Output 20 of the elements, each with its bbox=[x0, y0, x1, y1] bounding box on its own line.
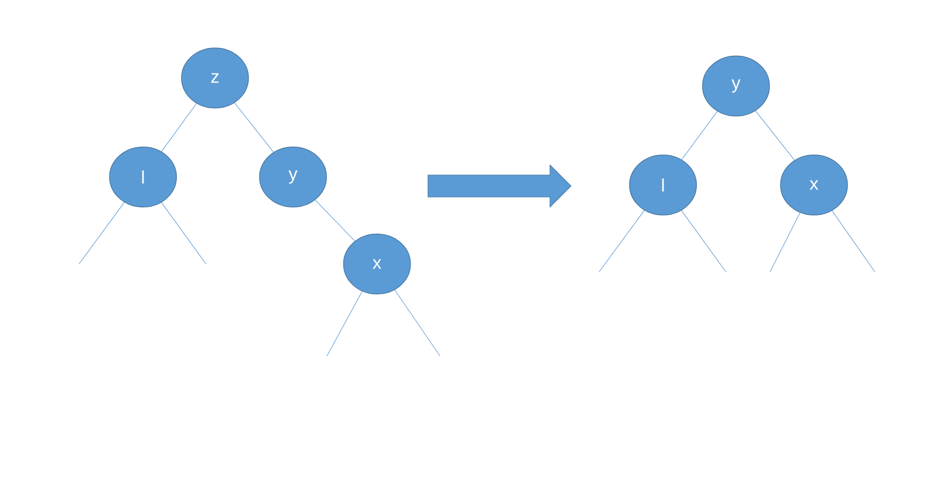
branch-line bbox=[832, 210, 876, 272]
tree-edge bbox=[161, 103, 197, 152]
branch-line bbox=[394, 290, 440, 356]
tree-node: l bbox=[109, 146, 177, 208]
tree-node: z bbox=[181, 48, 249, 108]
tree-node: y bbox=[259, 146, 327, 208]
branch-line bbox=[326, 290, 362, 356]
tree-edge bbox=[234, 102, 274, 152]
tree-node: y bbox=[702, 56, 770, 116]
tree-node: x bbox=[343, 234, 411, 294]
branch-line bbox=[78, 202, 125, 264]
tree-node: l bbox=[629, 154, 697, 216]
tree-edge bbox=[681, 111, 718, 160]
branch-line bbox=[161, 202, 206, 264]
tree-node: x bbox=[780, 154, 848, 216]
branch-line bbox=[598, 210, 645, 272]
tree-edge bbox=[314, 200, 356, 242]
branch-line bbox=[681, 210, 726, 272]
tree-edge bbox=[755, 110, 795, 161]
branch-line bbox=[770, 212, 800, 272]
